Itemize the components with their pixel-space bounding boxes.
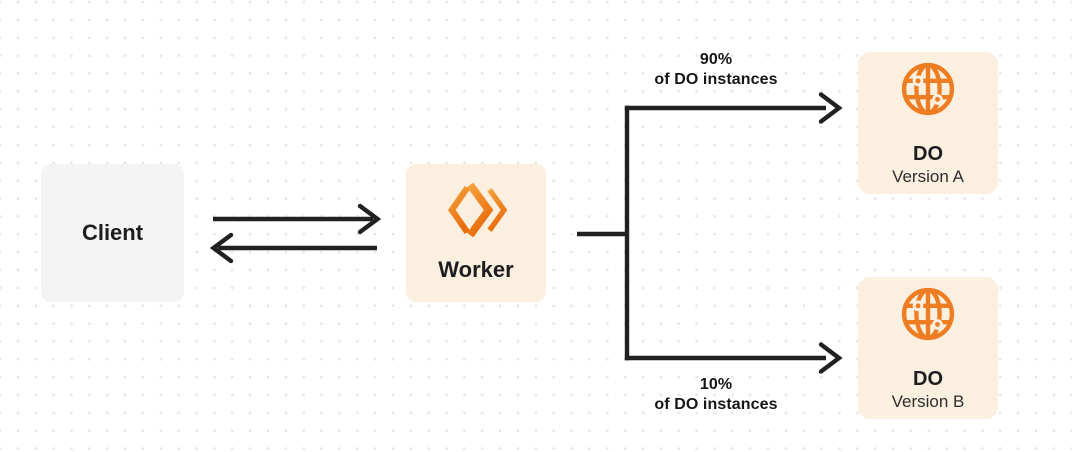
arrow-client-to-worker [213,203,382,235]
branch-top-label: 90% of DO instances [614,50,818,90]
node-worker: Worker [406,164,546,302]
do-b-title: DO [913,368,943,390]
node-client: Client [41,164,184,302]
client-label: Client [81,220,144,245]
branch-bottom-percent: 10% [699,376,733,393]
branch-bottom-arrowhead [818,342,843,374]
branch-bottom-label: 10% of DO instances [614,375,818,415]
branch-top-percent: 90% [699,51,733,68]
cloudflare-workers-icon [448,182,507,238]
node-do-version-b: DO Version B [858,277,998,419]
do-a-title: DO [913,143,943,165]
worker-label: Worker [438,257,514,282]
node-do-version-a: DO Version A [858,52,998,194]
durable-object-globe-icon [901,287,955,341]
do-a-subtitle: Version A [892,167,964,186]
branch-bottom-caption: of DO instances [654,396,778,413]
durable-object-globe-icon [901,62,955,116]
arrow-worker-to-client [209,232,377,264]
branch-top-arrowhead [818,92,843,124]
branch-top-caption: of DO instances [654,71,778,88]
do-b-subtitle: Version B [891,392,965,411]
branch-connector [577,92,843,374]
